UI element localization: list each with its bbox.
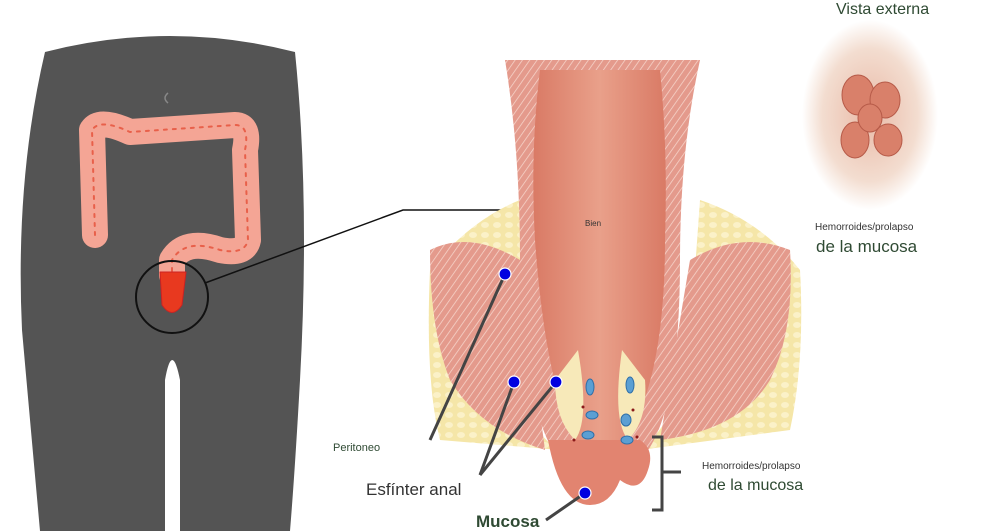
- marker-mucosa[interactable]: [578, 486, 592, 500]
- marker-peritoneum[interactable]: [498, 267, 512, 281]
- external-view-illustration: [802, 20, 938, 210]
- anal-sphincter-label: Esfínter anal: [366, 480, 462, 499]
- external-caption-line2: de la mucosa: [816, 237, 918, 256]
- marker-sphincter-left[interactable]: [507, 375, 521, 389]
- external-view-title: Vista externa: [836, 1, 930, 18]
- hemorrhoid-caption-line2: de la mucosa: [708, 477, 804, 494]
- callout-line: [204, 209, 545, 284]
- peritoneum-label: Peritoneo: [333, 442, 381, 454]
- zoom-circle: [135, 260, 209, 334]
- pointer-lines: [428, 273, 681, 522]
- hemorrhoid-caption-line1: Hemorroides/prolapso: [702, 461, 801, 472]
- mucosa-label: Mucosa: [476, 512, 540, 531]
- rectum-cross-section: [428, 60, 802, 505]
- rectum-label: Bien: [585, 219, 602, 228]
- colon: [79, 111, 261, 313]
- marker-sphincter-right[interactable]: [549, 375, 563, 389]
- external-caption-line1: Hemorroides/prolapso: [815, 222, 914, 233]
